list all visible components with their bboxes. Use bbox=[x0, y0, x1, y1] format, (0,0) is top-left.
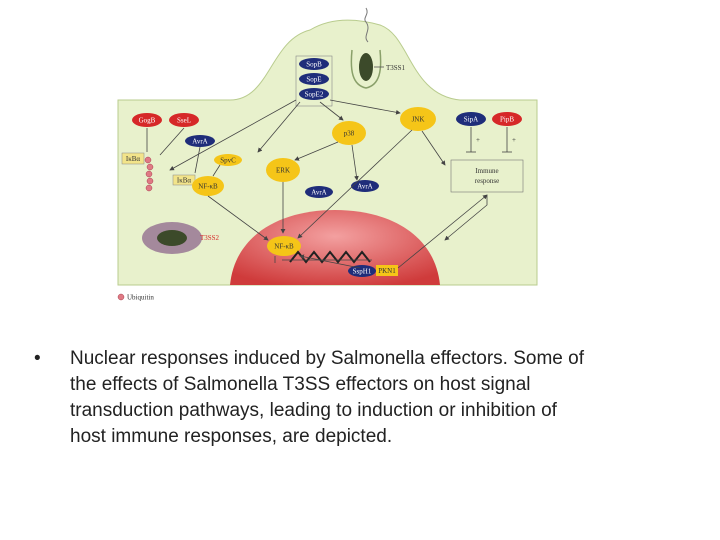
label-ssph1: SspH1 bbox=[353, 268, 372, 276]
label-spvc: SpvC bbox=[220, 157, 236, 165]
caption-text: Nuclear responses induced by Salmonella … bbox=[70, 346, 684, 450]
caption-bullet-item: • Nuclear responses induced by Salmonell… bbox=[34, 346, 684, 450]
label-nfkb-nuclear: NF-κB bbox=[274, 243, 294, 251]
node-ikba bbox=[121, 152, 145, 165]
node-pipb bbox=[492, 112, 522, 126]
label-t3ss2: T3SS2 bbox=[200, 234, 220, 242]
bacterium-scv bbox=[157, 230, 187, 246]
label-plus-2: + bbox=[512, 136, 516, 144]
label-p38: p38 bbox=[344, 130, 355, 138]
label-avra-right: AvrA bbox=[357, 183, 372, 191]
node-sipa bbox=[456, 112, 486, 126]
caption-line-1: Nuclear responses induced by Salmonella … bbox=[70, 348, 584, 369]
effector-box bbox=[295, 55, 333, 107]
node-spvc bbox=[214, 154, 242, 166]
label-pkn1: PKN1 bbox=[378, 267, 396, 275]
label-sopb: SopB bbox=[306, 61, 322, 69]
label-ikba: IκBα bbox=[126, 155, 141, 163]
legend-ubiquitin-swatch bbox=[117, 293, 125, 301]
label-sope: SopE bbox=[306, 76, 321, 84]
label-avra-left: AvrA bbox=[311, 189, 326, 197]
pathway-arrows bbox=[146, 99, 488, 269]
caption-line-3: transduction pathways, leading to induct… bbox=[70, 400, 557, 421]
label-t3ss1: T3SS1 bbox=[386, 64, 406, 72]
node-ikba-2 bbox=[172, 174, 196, 186]
label-avra-top: AvrA bbox=[192, 138, 207, 146]
node-ssel bbox=[169, 113, 199, 127]
bullet-marker: • bbox=[34, 348, 41, 369]
node-erk bbox=[266, 158, 300, 182]
caption-line-2: the effects of Salmonella T3SS effectors… bbox=[70, 374, 531, 395]
host-cell bbox=[117, 19, 538, 286]
ubiquitin-chain bbox=[144, 156, 154, 192]
bacterium-invading bbox=[359, 53, 373, 81]
node-avra-right bbox=[351, 180, 379, 192]
label-ikba-2: IκBα bbox=[177, 177, 192, 185]
label-immune-1: Immune bbox=[475, 167, 498, 175]
flagellum bbox=[364, 7, 369, 43]
node-sope2 bbox=[299, 88, 329, 100]
label-nfkb: NF-κB bbox=[198, 183, 218, 191]
node-nfkb-nuclear bbox=[267, 236, 301, 256]
node-ssph1 bbox=[348, 265, 376, 277]
node-nfkb bbox=[192, 176, 224, 196]
label-ssel: SseL bbox=[177, 117, 191, 125]
node-jnk bbox=[400, 107, 436, 131]
label-erk: ERK bbox=[276, 167, 290, 175]
label-jnk: JNK bbox=[412, 116, 425, 124]
node-gogb bbox=[132, 113, 162, 127]
node-sopb bbox=[299, 58, 329, 70]
label-pipb: PipB bbox=[500, 116, 514, 124]
immune-response-box bbox=[450, 159, 524, 193]
label-sope2: SopE2 bbox=[305, 91, 324, 99]
node-p38 bbox=[332, 121, 366, 145]
node-sope bbox=[299, 73, 329, 85]
label-plus-1: + bbox=[476, 136, 480, 144]
label-gogb: GogB bbox=[139, 117, 156, 125]
label-immune-2: response bbox=[475, 177, 500, 185]
label-sipa: SipA bbox=[464, 116, 478, 124]
membrane-ruffle bbox=[350, 49, 382, 89]
caption-line-4: host immune responses, are depicted. bbox=[70, 426, 393, 447]
legend-ubiquitin-label: Ubiquitin bbox=[127, 294, 154, 302]
signaling-diagram: T3SS1 SopB SopE SopE2 GogB SseL AvrA IκB… bbox=[117, 7, 538, 302]
node-avra-top bbox=[185, 135, 215, 147]
node-avra-left bbox=[305, 186, 333, 198]
node-pkn1 bbox=[376, 265, 398, 276]
